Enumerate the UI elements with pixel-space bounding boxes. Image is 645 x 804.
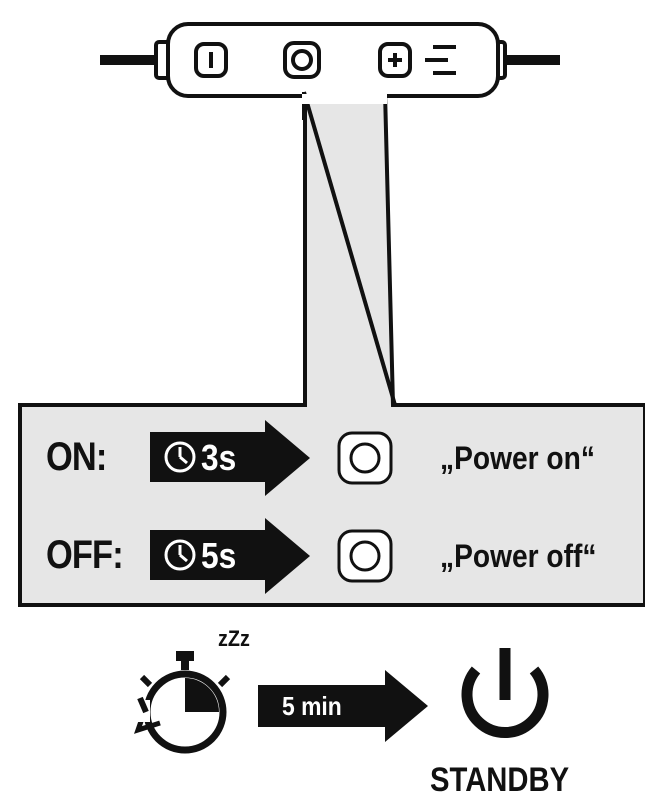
power-standby-icon	[461, 648, 549, 739]
remote-volume-lines-icon	[425, 45, 456, 75]
sleep-zzz: zZz	[218, 626, 250, 651]
standby-arrow	[258, 670, 428, 742]
on-timer-arrow	[150, 420, 310, 496]
on-button-icon	[337, 431, 393, 485]
cable-left	[100, 55, 160, 65]
remote-multifunction-button[interactable]	[283, 41, 321, 79]
off-button-icon	[337, 529, 393, 583]
off-duration: 5s	[201, 535, 237, 576]
callout-panel	[18, 90, 645, 607]
on-duration: 3s	[201, 437, 237, 478]
callout-pointer-edge	[302, 91, 397, 406]
stopwatch-icon	[134, 651, 231, 754]
remote-volume-up-button[interactable]	[378, 42, 412, 78]
remote-power-button[interactable]	[194, 42, 228, 78]
off-voice-prompt: „Power off“	[440, 538, 597, 574]
clock-icon	[164, 441, 196, 473]
standby-duration: 5 min	[282, 691, 342, 721]
standby-label: STANDBY	[430, 761, 570, 799]
on-label: ON:	[46, 435, 107, 479]
off-label: OFF:	[46, 533, 124, 577]
cable-right	[505, 55, 560, 65]
clock-icon	[164, 539, 196, 571]
off-timer-arrow	[150, 518, 310, 594]
on-voice-prompt: „Power on“	[440, 440, 595, 476]
